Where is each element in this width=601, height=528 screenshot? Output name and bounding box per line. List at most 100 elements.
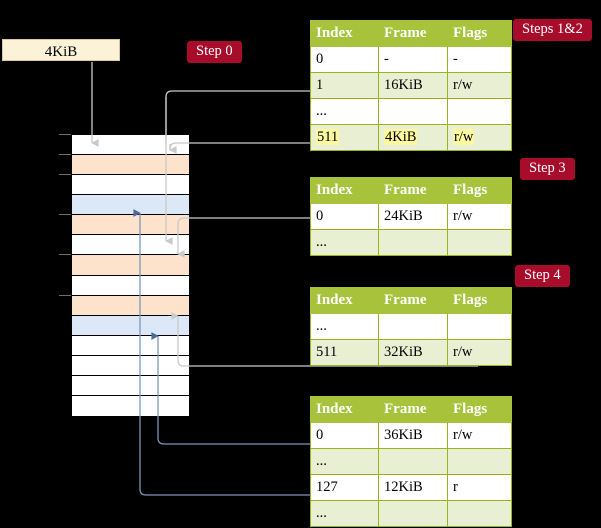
cell-frame: 36KiB: [378, 422, 448, 449]
table-row[interactable]: ...: [310, 98, 512, 125]
step-tag-label: Step 0: [196, 43, 233, 59]
cell-index: 0: [310, 422, 379, 449]
cell-index: ...: [310, 229, 379, 256]
highlighted-value: 4KiB: [384, 129, 418, 146]
memory-row-4[interactable]: [72, 215, 189, 235]
memory-row-11[interactable]: [72, 356, 189, 376]
cell-flags: r: [447, 474, 512, 501]
column-header-flags: Flags: [447, 396, 512, 423]
cell-frame: 12KiB: [378, 474, 448, 501]
step-tag-steps-1-2: Steps 1&2: [513, 19, 592, 41]
memory-row-9[interactable]: [72, 316, 189, 336]
memory-row-8[interactable]: [72, 296, 189, 316]
column-header-frame: Frame: [378, 396, 448, 423]
cell-frame: [378, 98, 448, 125]
step-tag-label: Steps 1&2: [522, 21, 583, 37]
memory-tick-8: [59, 295, 71, 296]
step-tag-step-0: Step 0: [187, 41, 242, 63]
cell-frame: 32KiB: [378, 339, 448, 366]
column-header-index: Index: [310, 177, 379, 204]
memory-row-7[interactable]: [72, 276, 189, 296]
step-tag-label: Step 4: [524, 267, 561, 283]
memory-tick-6: [59, 254, 71, 255]
table-row[interactable]: ...: [310, 313, 512, 340]
memory-row-12[interactable]: [72, 376, 189, 396]
column-header-index: Index: [310, 287, 379, 314]
cell-flags: r/w: [447, 72, 512, 99]
cell-index: 127: [310, 474, 379, 501]
step-tag-step-3: Step 3: [520, 158, 575, 180]
cell-flags: r/w: [447, 422, 512, 449]
memory-row-2[interactable]: [72, 175, 189, 195]
cell-index: 511: [310, 339, 379, 366]
cell-index: 0: [310, 203, 379, 230]
cell-flags: r/w: [447, 339, 512, 366]
column-header-flags: Flags: [447, 177, 512, 204]
table-row[interactable]: 0--: [310, 46, 512, 73]
column-header-flags: Flags: [447, 287, 512, 314]
column-header-frame: Frame: [378, 20, 448, 47]
source-frame-label: 4KiB: [44, 44, 78, 60]
table-row[interactable]: 511 4KiB r/w: [310, 124, 512, 151]
cell-index: ...: [310, 448, 379, 475]
cell-frame: [378, 448, 448, 475]
memory-tick-4: [59, 214, 71, 215]
cell-index: 1: [310, 72, 379, 99]
cell-frame: 16KiB: [378, 72, 448, 99]
cell-frame: [378, 229, 448, 256]
cell-flags: [447, 448, 512, 475]
cell-flags: [447, 98, 512, 125]
cell-frame: -: [378, 46, 448, 73]
memory-tick-0: [59, 134, 71, 135]
column-header-frame: Frame: [378, 287, 448, 314]
memory-row-6[interactable]: [72, 255, 189, 276]
cell-index: 0: [310, 46, 379, 73]
cell-flags: [447, 500, 512, 527]
memory-row-10[interactable]: [72, 336, 189, 356]
column-header-index: Index: [310, 396, 379, 423]
highlighted-value: 511: [316, 129, 340, 146]
cell-flags: -: [447, 46, 512, 73]
table-row[interactable]: ...: [310, 229, 512, 256]
memory-row-5[interactable]: [72, 235, 189, 255]
column-header-flags: Flags: [447, 20, 512, 47]
column-header-index: Index: [310, 20, 379, 47]
cell-flags: r/w: [447, 124, 512, 151]
cell-frame: [378, 313, 448, 340]
cell-index: ...: [310, 500, 379, 527]
cell-index: 511: [310, 124, 379, 151]
cell-frame: 4KiB: [378, 124, 448, 151]
memory-row-1[interactable]: [72, 155, 189, 175]
memory-row-13[interactable]: [72, 396, 189, 416]
memory-tick-2: [59, 174, 71, 175]
cell-frame: [378, 500, 448, 527]
memory-tick-1: [59, 154, 71, 155]
cell-index: ...: [310, 98, 379, 125]
step-tag-step-4: Step 4: [515, 265, 570, 287]
cell-flags: [447, 313, 512, 340]
source-frame-box: 4KiB: [2, 39, 120, 61]
memory-row-0[interactable]: [72, 135, 189, 155]
cell-flags: r/w: [447, 203, 512, 230]
cell-flags: [447, 229, 512, 256]
memory-row-3[interactable]: [72, 195, 189, 215]
column-header-frame: Frame: [378, 177, 448, 204]
table-row[interactable]: ...: [310, 500, 512, 527]
step-tag-label: Step 3: [529, 160, 566, 176]
cell-index: ...: [310, 313, 379, 340]
table-row[interactable]: ...: [310, 448, 512, 475]
cell-frame: 24KiB: [378, 203, 448, 230]
